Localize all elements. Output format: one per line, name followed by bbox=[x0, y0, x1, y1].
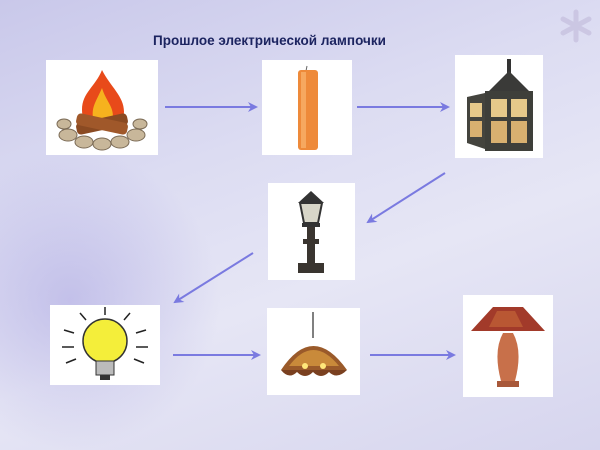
arrow-lantern-to-street-lamp bbox=[366, 172, 446, 224]
street-lamp-icon bbox=[298, 191, 324, 273]
chandelier-icon bbox=[281, 312, 347, 376]
table-lamp-image bbox=[463, 295, 553, 397]
bonfire-image bbox=[46, 60, 158, 155]
street-lamp-image bbox=[268, 183, 355, 280]
table-lamp-icon bbox=[471, 307, 545, 387]
asterisk-decoration-icon bbox=[560, 9, 592, 43]
candle-icon bbox=[298, 65, 318, 150]
light-bulb-icon bbox=[62, 307, 148, 380]
candle-image bbox=[262, 60, 352, 155]
light-bulb-image bbox=[50, 305, 160, 385]
bonfire-icon bbox=[56, 70, 148, 151]
lantern-icon bbox=[467, 59, 533, 151]
lantern-image bbox=[455, 55, 543, 158]
chandelier-image bbox=[267, 308, 360, 395]
slide-title: Прошлое электрической лампочки bbox=[153, 33, 386, 48]
arrow-street-lamp-to-bulb bbox=[173, 252, 254, 304]
